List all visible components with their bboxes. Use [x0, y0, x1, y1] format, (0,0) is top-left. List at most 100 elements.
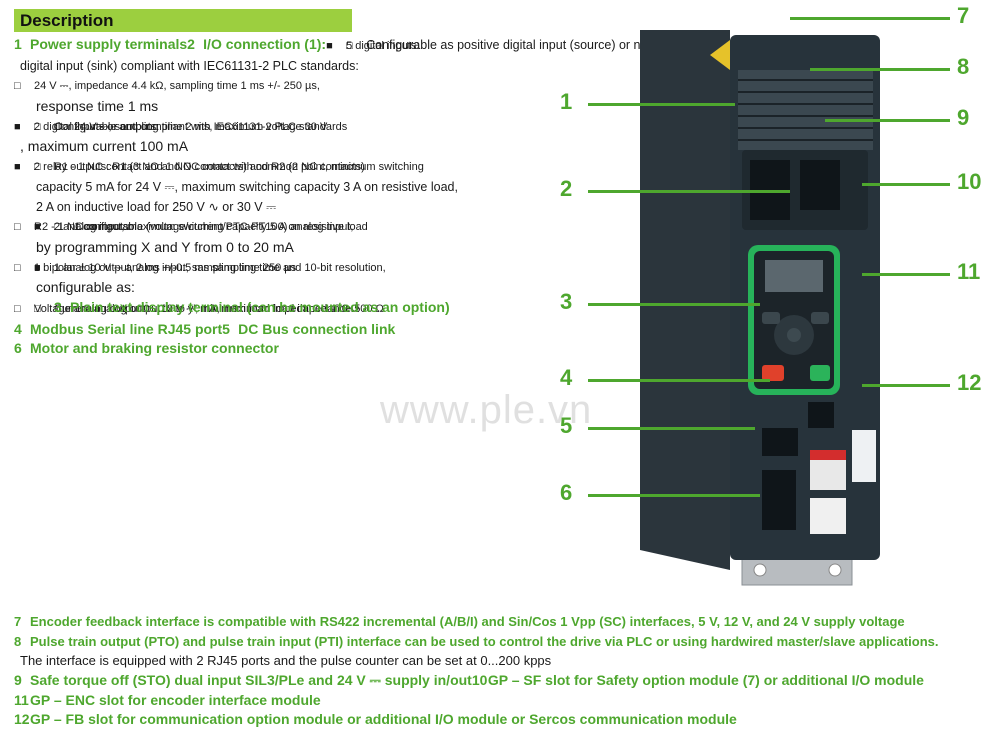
- description-list: 1 Power supply terminals2 I/O connection…: [14, 35, 681, 359]
- dc-bus-connector: [762, 428, 798, 456]
- esc-key-icon: [762, 312, 780, 324]
- callout-4: 4: [560, 365, 573, 390]
- home-key-icon: [811, 312, 829, 324]
- item-number: 4: [14, 320, 22, 337]
- description-line: □ 24 V ⎓, sampling time 2 ms, maximum vol…: [54, 118, 327, 138]
- qr-code-icon: [810, 498, 846, 534]
- notes-line: 11 GP – ENC slot for encoder interface m…: [14, 691, 321, 711]
- bullet-icon: □: [54, 120, 61, 133]
- bullet-icon: □: [14, 221, 21, 234]
- watermark: www.ple.vn: [380, 388, 593, 432]
- item-number: 8: [14, 633, 22, 649]
- leader-line: [588, 190, 790, 193]
- description-line: □Configurable and compliant with IEC6113…: [34, 118, 347, 138]
- description-line: ■ 2 relay outputs: R1 (3 NO and NC contac…: [14, 158, 365, 178]
- line-text: digital input (sink) compliant with IEC6…: [20, 58, 359, 73]
- bullet-icon: ■: [14, 161, 21, 174]
- warning-triangle-icon: [710, 40, 730, 70]
- line-text: DC Bus connection link: [238, 320, 396, 337]
- description-line: 2 I/O connection (1):: [187, 35, 326, 55]
- line-text: Configurable as positive digital input (…: [366, 38, 681, 52]
- description-line: □R2 - 1 NC contact, maximum switching ca…: [14, 218, 368, 238]
- description-line: 5 DC Bus connection link: [222, 320, 395, 340]
- line-text: Pulse train output (PTO) and pulse train…: [30, 633, 939, 649]
- line-text: Encoder feedback interface is compatible…: [30, 614, 905, 629]
- line-text: , maximum current 100 mA: [20, 138, 189, 155]
- leader-line: [862, 183, 950, 186]
- callout-10: 10: [957, 169, 982, 194]
- line-text: 24 V ⎓, impedance 4.4 kΩ, sampling time …: [34, 80, 320, 93]
- description-line: capacity 5 mA for 24 V ⎓, maximum switch…: [14, 178, 544, 198]
- description-line: ■ 1 analog output, 2 ms +/-0.5 ms samplin…: [34, 259, 386, 279]
- item-number: 9: [14, 672, 22, 689]
- line-text: 2 digital inputs or outputs:: [34, 120, 160, 133]
- item-number: 12: [14, 711, 30, 728]
- description-line: □R1 - 1 NC contact and 1 NO contact with…: [34, 158, 424, 178]
- leader-line: [588, 379, 770, 382]
- description-line: □1 bipolar ± 10 V ⎓ analog input, sampli…: [14, 259, 296, 279]
- motor-connector: [762, 470, 796, 530]
- bullet-icon: ■: [34, 261, 41, 274]
- line-text: 2 relay outputs: R1 (3 NO and NC contact…: [34, 161, 365, 174]
- description-line: digital input (sink) compliant with IEC6…: [14, 57, 544, 77]
- heatsink: [640, 30, 730, 570]
- description-line: 2 A on inductive load for 250 V ∿ or 30 …: [14, 198, 544, 218]
- line-text: capacity 5 mA for 24 V ⎓, maximum switch…: [36, 179, 458, 194]
- description-line: 6 Motor and braking resistor connector: [14, 339, 279, 359]
- line-text: GP – ENC slot for encoder interface modu…: [30, 691, 321, 708]
- line-text: Safe torque off (STO) dual input SIL3/PL…: [30, 672, 472, 689]
- item-number: 6: [14, 340, 22, 357]
- bullet-icon: □: [54, 221, 61, 234]
- line-text: response time 1 ms: [36, 98, 159, 115]
- line-text: R2 - 1 NC contact, maximum switching cap…: [34, 221, 368, 234]
- line-text: The interface is equipped with 2 RJ45 po…: [20, 653, 552, 669]
- leader-line: [588, 494, 760, 497]
- line-text: Power supply terminals: [30, 36, 188, 52]
- line-text: 1 analog output, 2 ms +/-0.5 ms sampling…: [54, 261, 386, 274]
- description-line: , maximum current 100 mA: [14, 137, 544, 157]
- bullet-icon: □: [34, 302, 41, 315]
- line-text: Motor and braking resistor connector: [30, 340, 279, 357]
- item-number: 3: [54, 298, 62, 315]
- callout-5: 5: [560, 413, 573, 438]
- leader-line: [588, 427, 755, 430]
- description-line: □Voltage analog output 0…10 V ⎓, minimum…: [14, 300, 359, 320]
- line-text: GP – FB slot for communication option mo…: [30, 711, 737, 728]
- bullet-icon: ■: [34, 221, 41, 234]
- callout-9: 9: [957, 105, 970, 130]
- section-title: Description: [14, 9, 352, 32]
- callout-3: 3: [560, 289, 573, 314]
- description-line: ■5 digital inputs:: [326, 37, 419, 57]
- leader-line: [588, 103, 735, 106]
- rj45-port: [808, 402, 834, 428]
- line-text: 5 digital inputs:: [346, 40, 420, 52]
- callout-11: 11: [957, 259, 981, 284]
- line-text: 24 V ⎓, sampling time 2 ms, maximum volt…: [74, 120, 328, 133]
- line-text: Configurable and compliant with IEC61131…: [54, 120, 348, 133]
- io-connector-b: [800, 160, 840, 210]
- line-text: Plain text display terminal (can be moun…: [70, 298, 450, 315]
- notes-line: 10 GP – SF slot for Safety option module…: [472, 671, 924, 691]
- line-text: by programming X and Y from 0 to 20 mA: [36, 238, 294, 255]
- line-text: 1 configurable (voltage/current/PTC-PT10…: [74, 221, 354, 234]
- item-number: 11: [14, 691, 29, 708]
- item-number: 2: [187, 36, 195, 52]
- leader-line: [825, 119, 950, 122]
- line-text: Modbus Serial line RJ45 port: [30, 320, 223, 337]
- description-line: □ Configurable as positive digital input …: [346, 36, 681, 56]
- bullet-icon: □: [14, 302, 21, 315]
- bullet-icon: □: [34, 120, 41, 133]
- leader-line: [790, 17, 950, 20]
- leader-line: [862, 384, 950, 387]
- notes-list: 7 Encoder feedback interface is compatib…: [14, 612, 994, 730]
- bullet-icon: □: [346, 40, 353, 52]
- callout-7: 7: [957, 3, 970, 28]
- description-line: configurable as:: [14, 278, 544, 298]
- leader-line: [862, 273, 950, 276]
- notes-line: 9 Safe torque off (STO) dual input SIL3/…: [14, 671, 472, 691]
- bullet-icon: □: [34, 161, 41, 174]
- item-number: 10: [471, 672, 488, 689]
- leader-line: [588, 303, 760, 306]
- description-line: □24 V ⎓, impedance 4.4 kΩ, sampling time…: [14, 77, 320, 97]
- line-text: 2 analog inputs:: [54, 221, 132, 234]
